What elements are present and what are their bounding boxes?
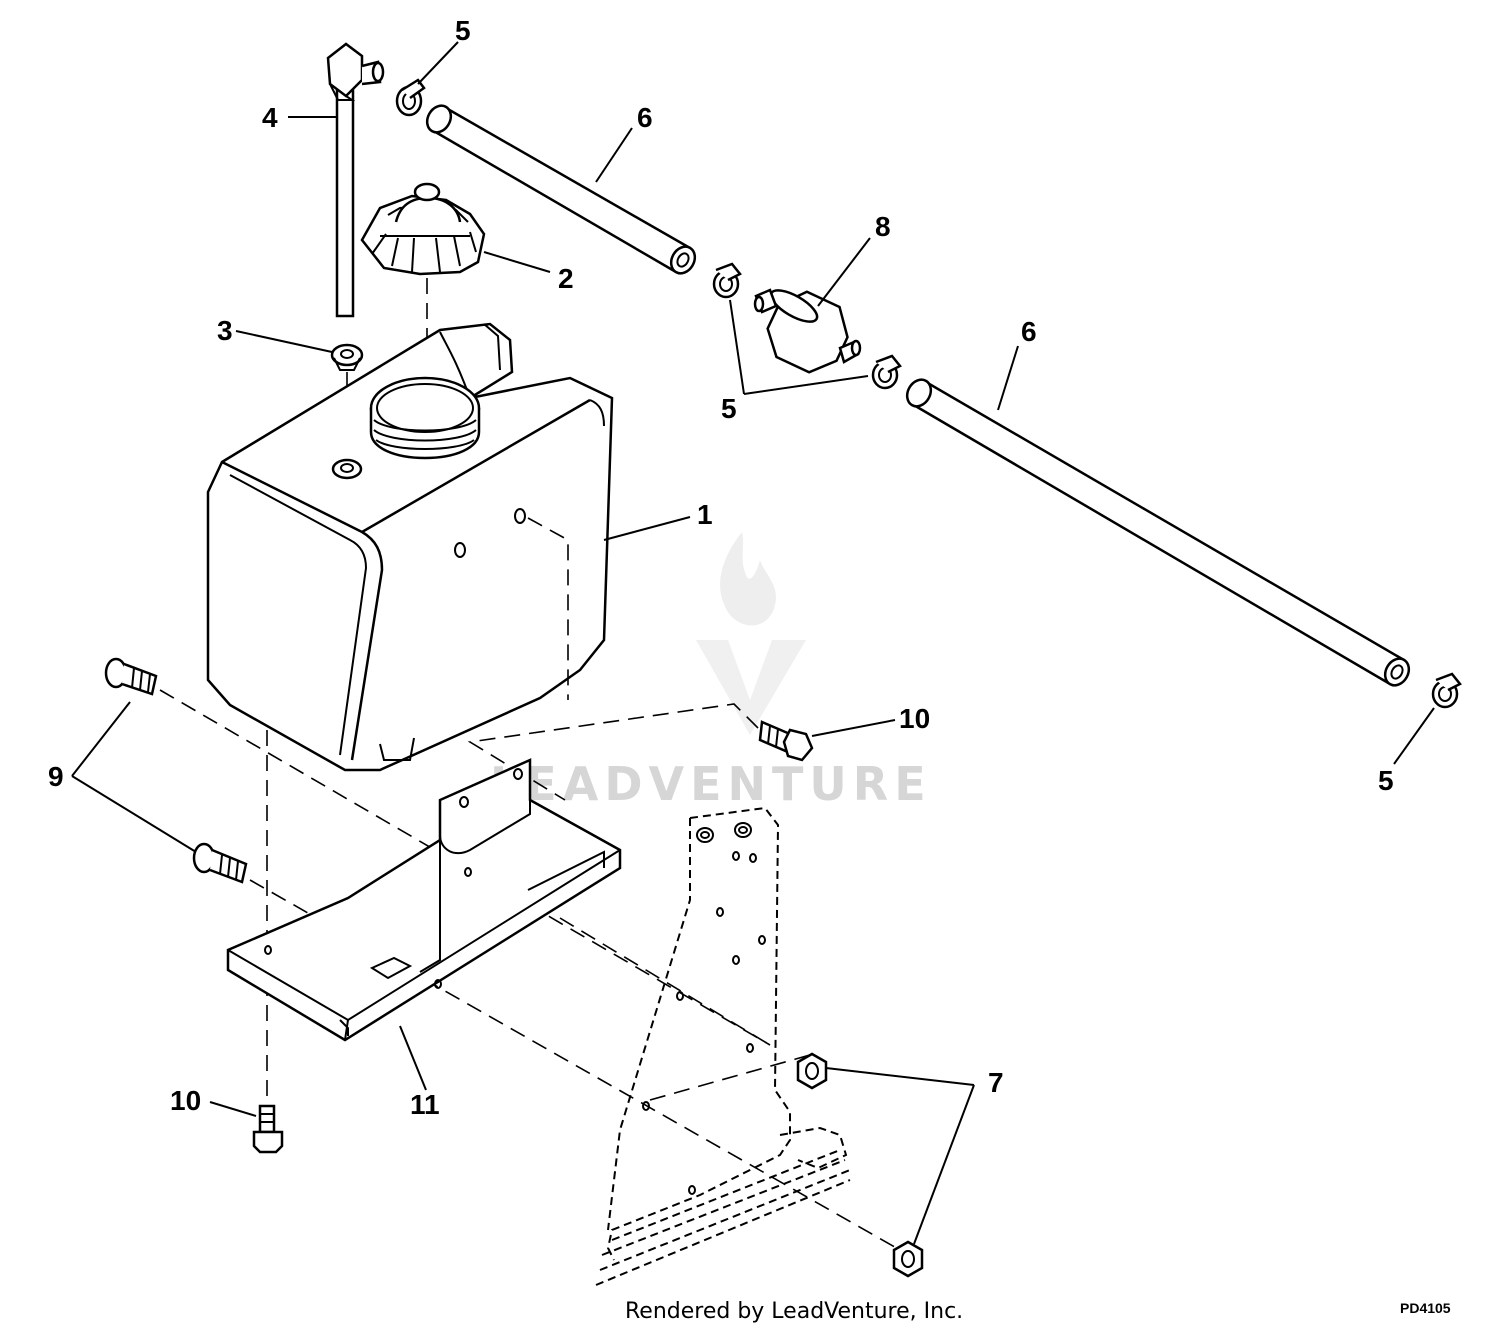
centerline-nut-upper	[649, 1054, 811, 1101]
part-5-clamp-top	[395, 78, 426, 117]
callout-7: 7	[988, 1067, 1004, 1098]
diagram-code: PD4105	[1400, 1300, 1451, 1316]
part-1-fuel-tank	[206, 322, 614, 772]
callout-10-upper: 10	[899, 703, 930, 734]
callout-6-lower: 6	[1021, 316, 1037, 347]
callout-8: 8	[875, 211, 891, 242]
footer-credit: Rendered by LeadVenture, Inc.	[625, 1299, 963, 1324]
part-11-tank-bracket	[226, 758, 622, 1042]
leader-lines	[71, 41, 1435, 1245]
part-10-bolt-lower	[252, 1104, 284, 1154]
callout-10-lower: 10	[170, 1085, 201, 1116]
part-8-fuel-filter	[753, 288, 862, 374]
part-9-bolt-lower	[192, 842, 248, 884]
part-7-nut-lower	[892, 1240, 924, 1278]
part-5-clamp-right	[1431, 672, 1462, 709]
watermark-text: LEADVENTURE	[490, 757, 932, 811]
callout-5-middle: 5	[721, 393, 737, 424]
callout-4: 4	[262, 102, 278, 133]
callout-6-upper: 6	[637, 102, 653, 133]
part-6-hose-upper	[425, 104, 697, 275]
callout-1: 1	[697, 499, 713, 530]
part-4-vent-tube	[326, 42, 385, 318]
watermark-logo	[696, 532, 806, 735]
part-7-nut-upper	[796, 1052, 828, 1090]
part-10-bolt-upper	[758, 720, 814, 762]
part-6-hose-lower	[905, 378, 1411, 687]
callout-3: 3	[217, 315, 233, 346]
centerline-frame	[559, 917, 771, 1046]
part-9-bolt-upper	[104, 657, 158, 696]
part-5-clamp-middle-right	[871, 354, 902, 390]
part-5-clamp-middle-left	[712, 262, 742, 299]
callout-9: 9	[48, 761, 64, 792]
callout-11: 11	[410, 1089, 440, 1120]
frame-plate	[595, 806, 851, 1286]
centerline-tank-front	[527, 517, 569, 700]
part-3-grommet	[330, 343, 364, 371]
callout-2: 2	[558, 263, 574, 294]
callout-5-top: 5	[455, 15, 471, 46]
callout-5-right: 5	[1378, 765, 1394, 796]
part-2-fuel-cap	[360, 182, 486, 276]
